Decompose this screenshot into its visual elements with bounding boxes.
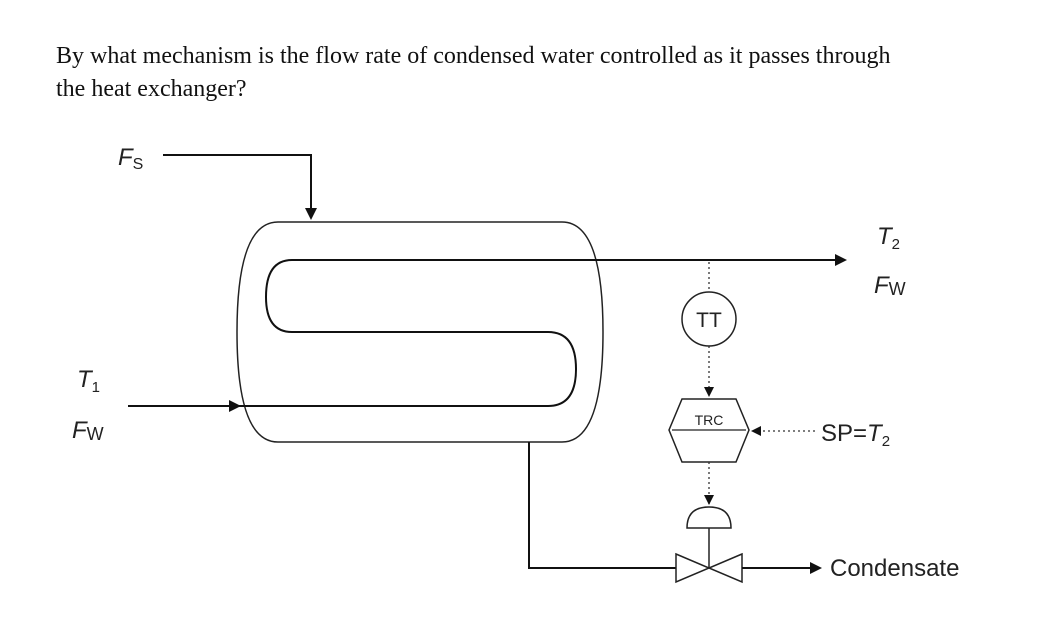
condensate-line — [528, 442, 676, 569]
inlet-temp-label: T1 — [77, 366, 100, 396]
control-valve — [675, 552, 711, 584]
exchanger-shell — [236, 221, 604, 443]
setpoint-label: SP=T2 — [821, 420, 890, 450]
tube-coil — [239, 254, 847, 407]
condensate-label: Condensate — [830, 555, 959, 582]
question-line-2: the heat exchanger? — [56, 76, 247, 102]
steam-inlet-label: FS — [118, 144, 143, 173]
controller-label: TRC — [695, 412, 724, 428]
outlet-flow-label: FW — [874, 272, 906, 299]
inlet-flow-label: FW — [72, 417, 104, 444]
valve-actuator — [686, 506, 732, 529]
steam-inlet-line — [163, 154, 317, 220]
question-line-1: By what mechanism is the flow rate of co… — [56, 43, 891, 69]
question-text: By what mechanism is the flow rate of co… — [56, 40, 1016, 106]
transmitter-label: TT — [696, 309, 722, 332]
control-valve-right — [707, 552, 743, 584]
outlet-temp-label: T2 — [877, 223, 900, 253]
